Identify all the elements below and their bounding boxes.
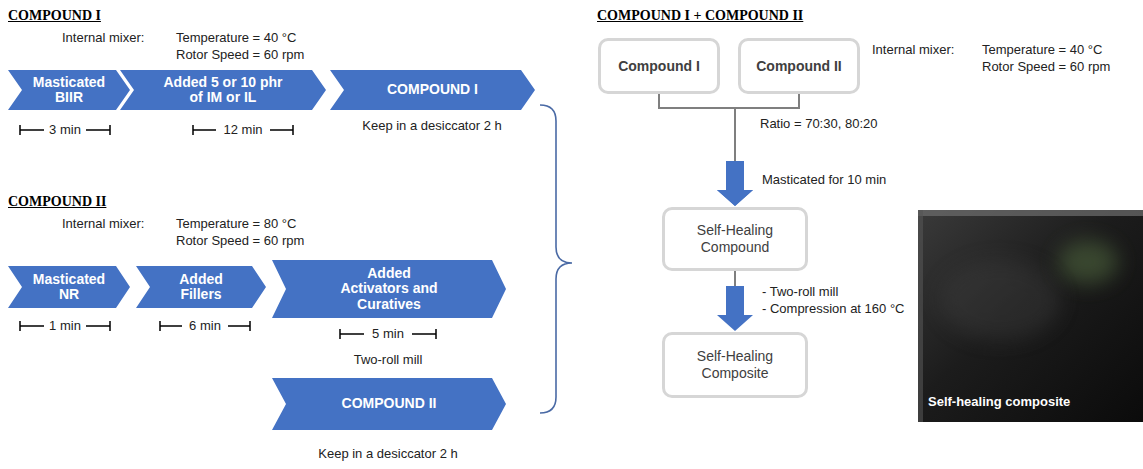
condition-label: Temperature = 80 °C [176, 216, 296, 232]
step-note: Two-roll mill [354, 352, 423, 368]
chevron-fill [330, 70, 535, 110]
process-box: Self-Healing Compound [662, 207, 808, 271]
node-text: Self-Healing Composite [673, 348, 797, 382]
text-wrap: Added Activators and Curatives [333, 266, 445, 312]
time-label: 5 min [372, 326, 404, 342]
chevron-text-area: COMPOUND II [288, 378, 490, 430]
mixer-label: Internal mixer: [62, 30, 144, 46]
block-arrow [717, 286, 753, 331]
step-note: - Compression at 160 °C [762, 301, 904, 317]
condition-label: Rotor Speed = 60 rpm [176, 47, 304, 63]
ratio-label: Ratio = 70:30, 80:20 [760, 116, 877, 132]
composite-photo [918, 210, 1143, 422]
connector [717, 271, 753, 331]
section-heading: COMPOUND I [8, 8, 101, 25]
photo-highlight [918, 210, 923, 422]
node-text: Added Fillers [166, 272, 236, 303]
process-chevron: Masticated NR [8, 266, 130, 308]
chevron-fill [8, 266, 130, 308]
mixer-label: Internal mixer: [872, 42, 954, 58]
node-text: COMPOUND II [342, 396, 437, 411]
text-wrap: COMPOUND II [342, 396, 437, 411]
node-text: Added Activators and Curatives [333, 266, 445, 312]
curly-brace [540, 105, 572, 413]
photo-ground [918, 210, 1143, 422]
connector [659, 94, 753, 206]
process-chevron: Added 5 or 10 phr of IM or IL [120, 70, 326, 110]
text-wrap: Masticated BIIR [24, 75, 114, 106]
condition-label: Rotor Speed = 60 rpm [176, 233, 304, 249]
process-chevron: COMPOUND I [330, 70, 535, 110]
photo-reflection [940, 260, 1060, 340]
node-text: Masticated NR [24, 272, 114, 303]
text-wrap: Compound I [618, 58, 700, 75]
photo-reflection [1058, 240, 1118, 284]
node-text: Compound I [618, 58, 700, 75]
photo-highlight [918, 210, 1143, 216]
chevron-fill [120, 70, 326, 110]
node-text: Added 5 or 10 phr of IM or IL [155, 75, 291, 106]
connector [717, 94, 799, 206]
chevron-fill [136, 266, 266, 308]
node-text: Compound II [756, 58, 842, 75]
text-wrap: Self-Healing Compound [673, 222, 797, 256]
time-label: 3 min [49, 122, 81, 138]
process-box: Compound II [738, 38, 860, 94]
chevron-text-area: Added 5 or 10 phr of IM or IL [136, 70, 310, 110]
chevron-fill [272, 260, 506, 318]
chevron-text-area: Added Activators and Curatives [288, 260, 490, 318]
process-chevron: Masticated BIIR [8, 70, 130, 110]
step-note: Masticated for 10 min [762, 172, 886, 188]
text-wrap: COMPOUND I [387, 82, 478, 97]
chevron-text-area: Masticated NR [24, 266, 114, 308]
process-chevron: Added Activators and Curatives [272, 260, 506, 318]
block-arrow [717, 161, 753, 206]
node-text: Self-Healing Compound [673, 222, 797, 256]
chevron-fill [272, 378, 506, 430]
chevron-text-area: Added Fillers [152, 266, 250, 308]
photo-caption: Self-healing composite [928, 394, 1070, 410]
chevron-fill [8, 70, 130, 110]
block-arrow [717, 161, 753, 206]
node-text: Masticated BIIR [24, 75, 114, 106]
chevron-text-area: COMPOUND I [346, 70, 519, 110]
storage-note: Keep in a desiccator 2 h [362, 118, 501, 134]
chevron-text-area: Masticated BIIR [24, 70, 114, 110]
connector-line [659, 94, 735, 161]
process-chevron: COMPOUND II [272, 378, 506, 430]
text-wrap: Compound II [756, 58, 842, 75]
storage-note: Keep in a desiccator 2 h [318, 446, 457, 462]
mixer-label: Internal mixer: [62, 216, 144, 232]
condition-label: Rotor Speed = 60 rpm [982, 59, 1110, 75]
process-chevron: Added Fillers [136, 266, 266, 308]
connector-line [734, 271, 736, 286]
section-heading: COMPOUND I + COMPOUND II [597, 8, 803, 25]
text-wrap: Masticated NR [24, 272, 114, 303]
step-note: - Two-roll mill [762, 284, 838, 300]
node-text: COMPOUND I [387, 82, 478, 97]
process-box: Self-Healing Composite [662, 332, 808, 398]
process-box: Compound I [598, 38, 720, 94]
section-heading: COMPOUND II [8, 194, 106, 211]
text-wrap: Added 5 or 10 phr of IM or IL [155, 75, 291, 106]
time-label: 1 min [49, 318, 81, 334]
condition-label: Temperature = 40 °C [982, 42, 1102, 58]
time-label: 6 min [189, 318, 221, 334]
condition-label: Temperature = 40 °C [176, 30, 296, 46]
text-wrap: Added Fillers [166, 272, 236, 303]
time-label: 12 min [223, 122, 262, 138]
text-wrap: Self-Healing Composite [673, 348, 797, 382]
